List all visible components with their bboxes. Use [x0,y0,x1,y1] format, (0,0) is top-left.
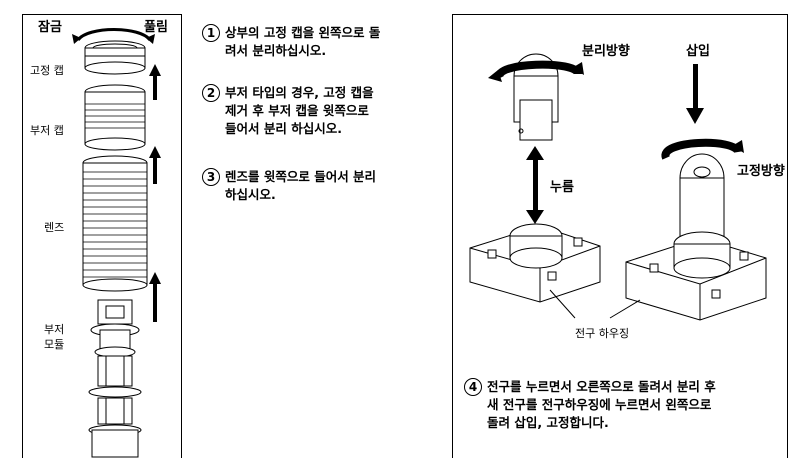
step-1-text: 상부의 고정 캡을 왼쪽으로 돌 려서 분리하십시오. [225,25,381,58]
release-label: 풀림 [144,20,168,35]
part-label-module: 모듈 [44,338,65,351]
part-label-buzzer-cap: 부저 캡 [30,124,64,137]
step-3: 3 렌즈를 윗쪽으로 들어서 분리 하십시오. [202,168,452,204]
step-1: 1 상부의 고정 캡을 왼쪽으로 돌 려서 분리하십시오. [202,24,452,60]
housing-label: 전구 하우징 [575,327,630,340]
step-2-text: 부저 타입의 경우, 고정 캡을 제거 후 부저 캡을 윗쪽으로 들어서 분리 … [225,85,374,136]
step-2-number: 2 [202,84,220,102]
step-4-text: 전구를 누르면서 오른쪽으로 돌려서 분리 후 새 전구를 전구하우징에 누르면… [487,379,716,430]
part-label-lens: 렌즈 [44,221,65,234]
step-4: 4 전구를 누르면서 오른쪽으로 돌려서 분리 후 새 전구를 전구하우징에 누… [464,378,786,432]
part-label-fixing-cap: 고정 캡 [30,64,64,77]
fix-direction-label: 고정방향 [737,164,785,179]
part-label-buzzer: 부저 [44,323,65,336]
remove-direction-label: 분리방향 [582,44,630,59]
step-3-number: 3 [202,168,220,186]
insert-label: 삽입 [686,44,710,59]
lock-label: 잠금 [38,20,62,35]
push-label: 누름 [550,180,574,195]
step-4-number: 4 [464,378,482,396]
step-1-number: 1 [202,24,220,42]
step-3-text: 렌즈를 윗쪽으로 들어서 분리 하십시오. [225,169,377,202]
step-2: 2 부저 타입의 경우, 고정 캡을 제거 후 부저 캡을 윗쪽으로 들어서 분… [202,84,452,138]
